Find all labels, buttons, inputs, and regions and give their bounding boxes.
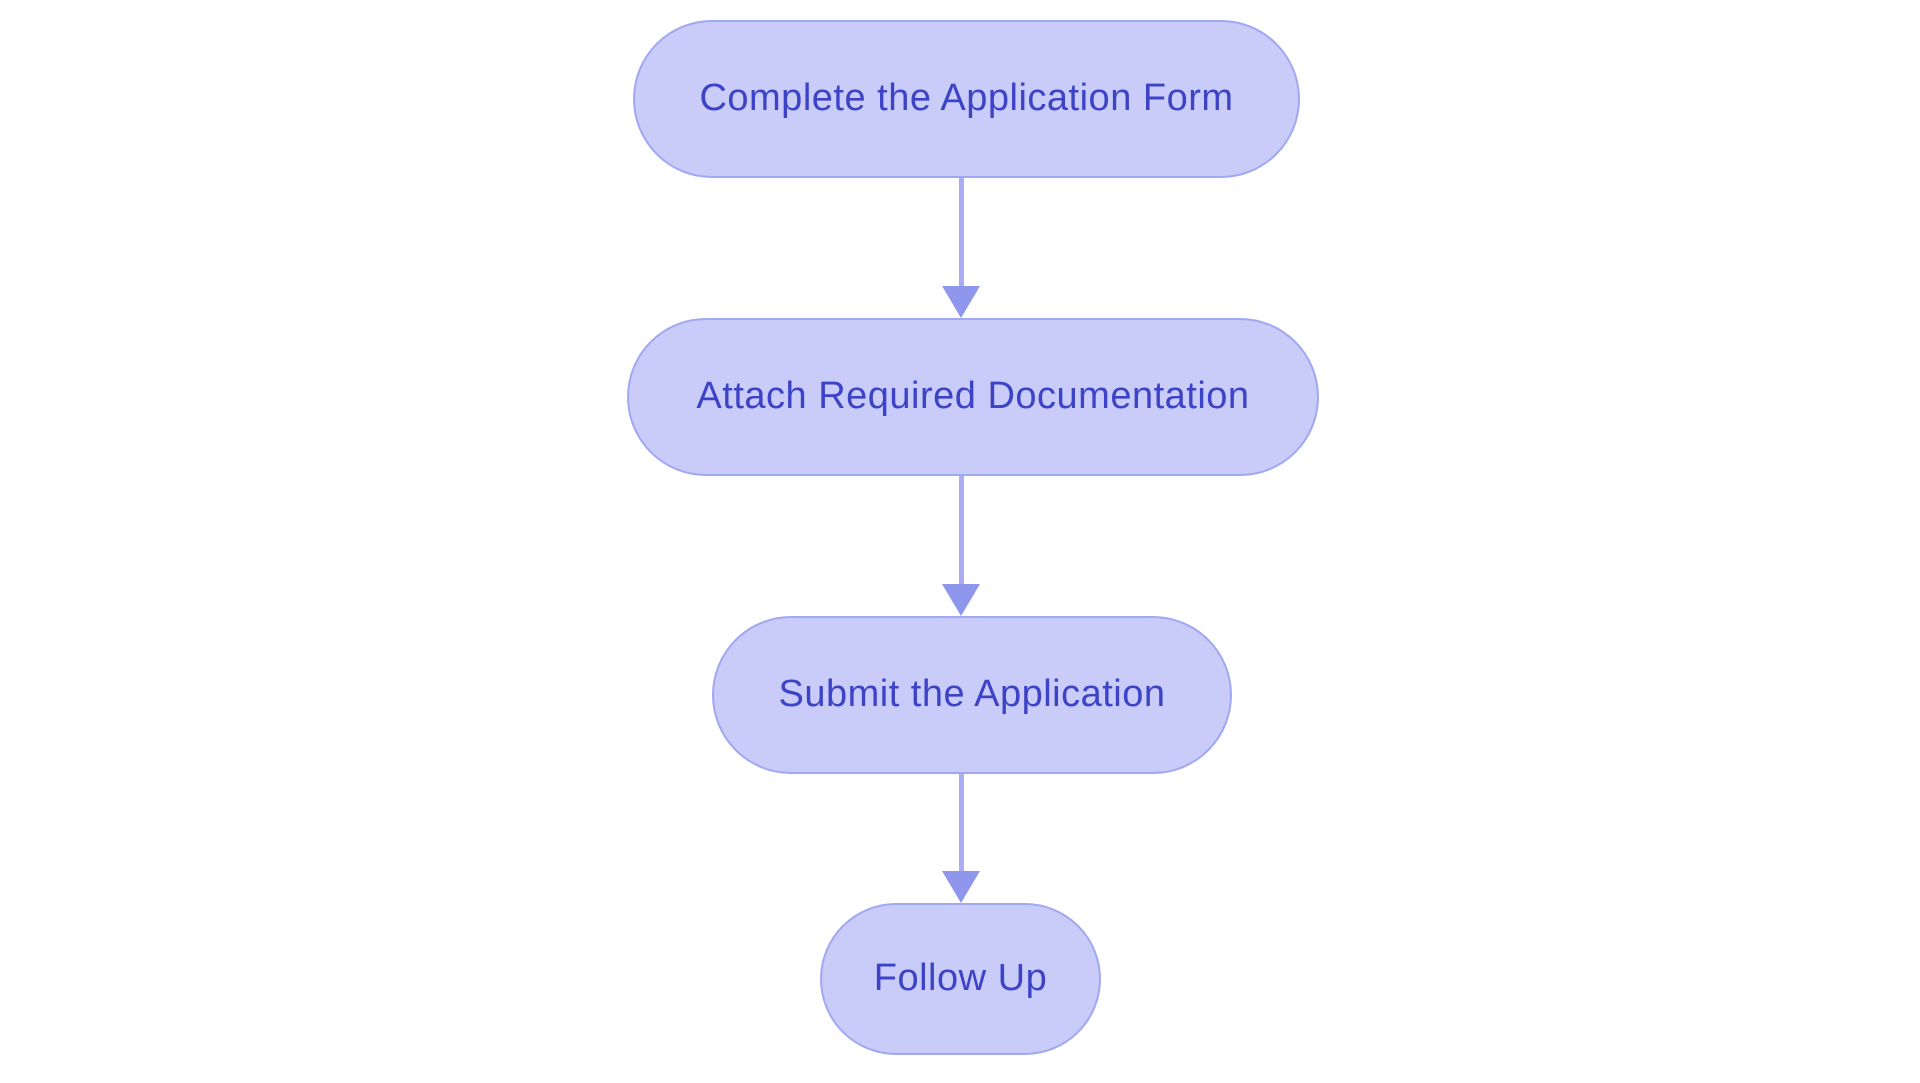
arrow-head-icon: [942, 286, 980, 318]
flow-node-complete-application-form: Complete the Application Form: [633, 20, 1300, 178]
node-label: Follow Up: [873, 957, 1048, 1000]
node-label: Submit the Application: [778, 673, 1166, 716]
flow-node-follow-up: Follow Up: [820, 903, 1101, 1055]
flow-node-attach-required-documentation: Attach Required Documentation: [627, 318, 1319, 476]
arrow-head-icon: [942, 584, 980, 616]
connector-arrow-1: [942, 178, 980, 318]
connector-arrow-2: [942, 476, 980, 616]
node-label: Attach Required Documentation: [696, 375, 1250, 418]
arrow-shaft: [958, 774, 964, 871]
arrow-head-icon: [942, 871, 980, 903]
node-label: Complete the Application Form: [699, 77, 1234, 120]
flow-node-submit-the-application: Submit the Application: [712, 616, 1232, 774]
connector-arrow-3: [942, 774, 980, 903]
arrow-shaft: [958, 178, 964, 286]
arrow-shaft: [958, 476, 964, 584]
